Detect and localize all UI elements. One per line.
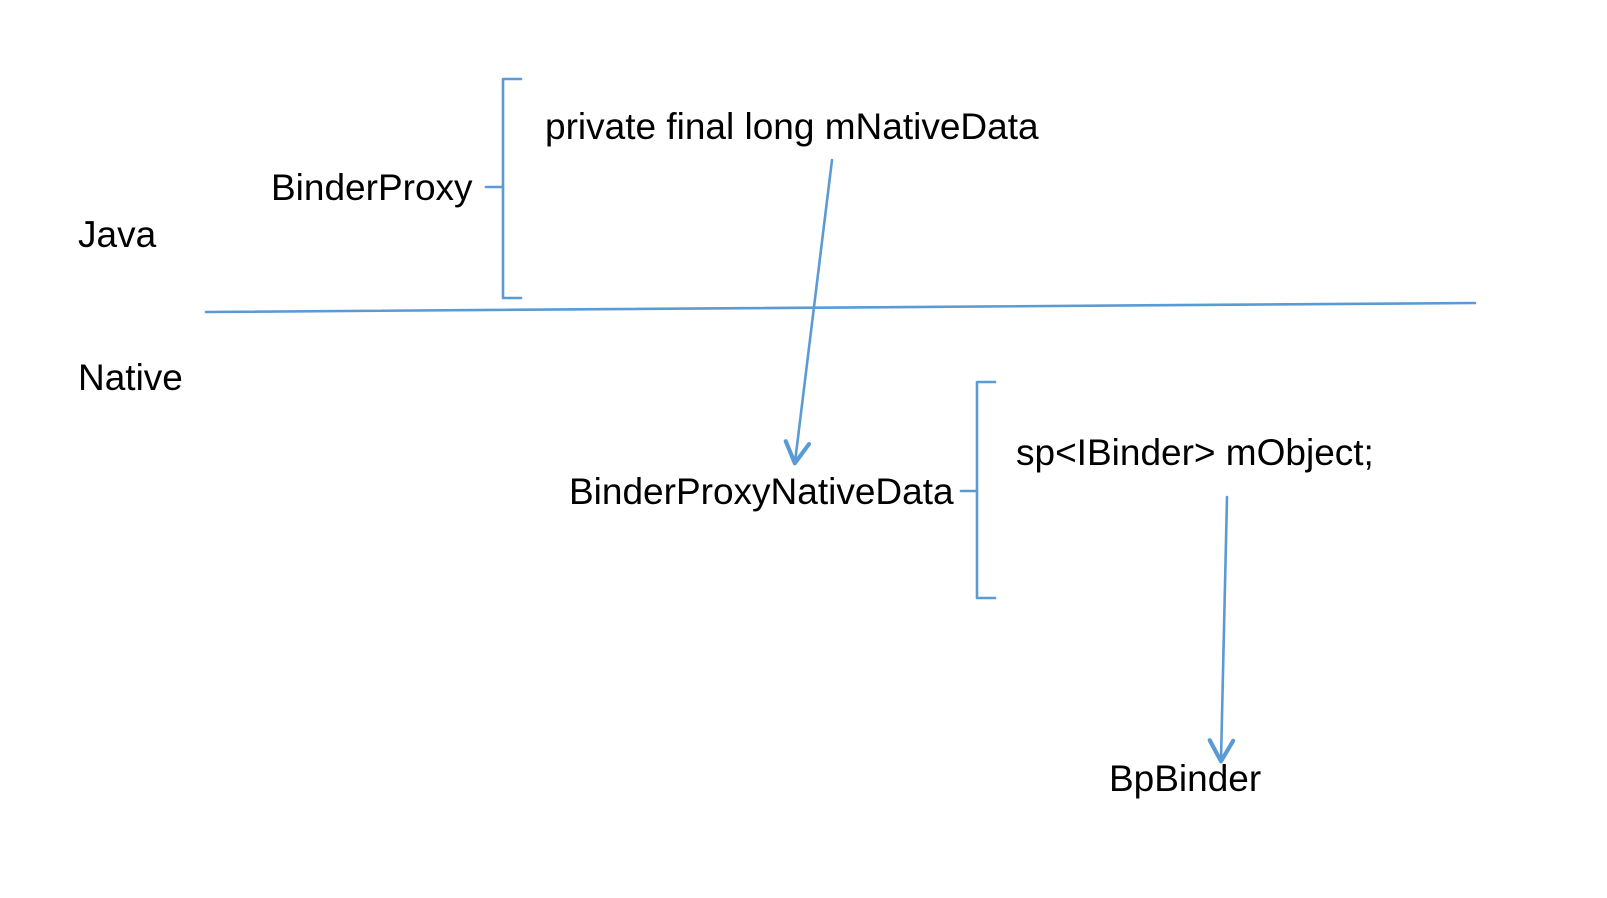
node-binderproxy: BinderProxy bbox=[271, 167, 473, 208]
node-bpbinder: BpBinder bbox=[1109, 758, 1262, 799]
node-mnativedata-field: private final long mNativeData bbox=[545, 106, 1039, 147]
layer-label-native: Native bbox=[78, 357, 183, 398]
connector-mobject-to-bpbinder bbox=[1207, 495, 1236, 764]
node-mobject-field: sp<IBinder> mObject; bbox=[1016, 432, 1374, 473]
binderproxy-bracket bbox=[484, 77, 523, 300]
connector-mnativedata-to-binderproxynativedata bbox=[783, 158, 834, 466]
binderproxynativedata-bracket bbox=[959, 380, 997, 600]
java-native-divider bbox=[204, 301, 1477, 314]
node-binderproxynativedata: BinderProxyNativeData bbox=[569, 471, 954, 512]
layer-label-java: Java bbox=[78, 214, 157, 255]
